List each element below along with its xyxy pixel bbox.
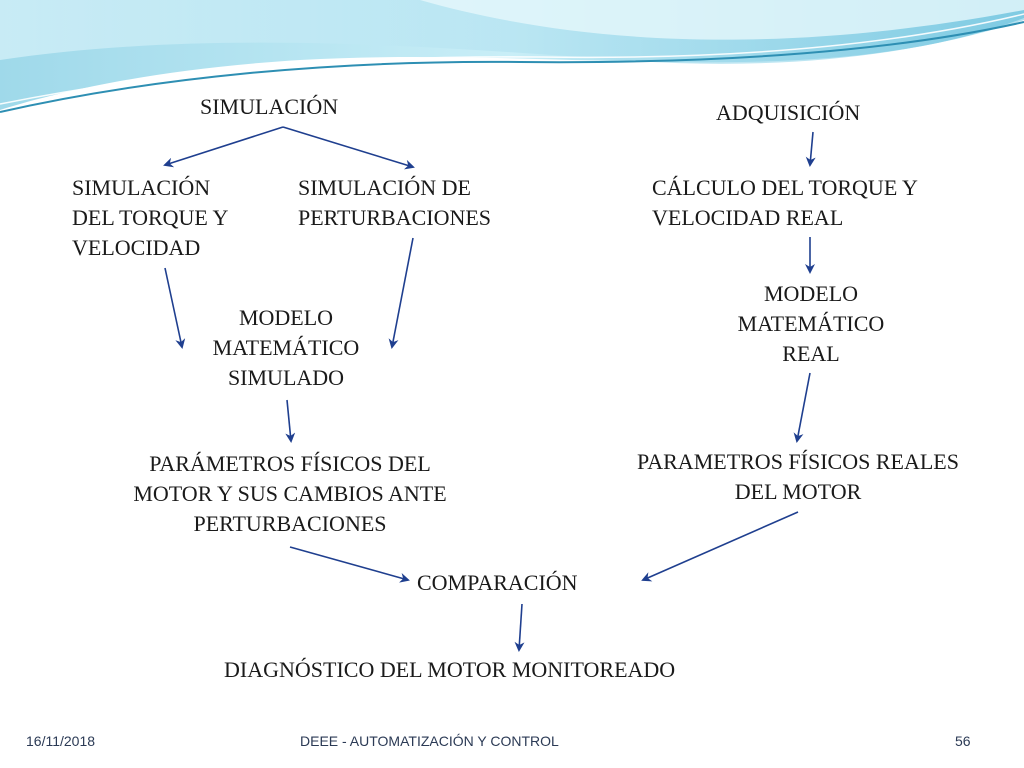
arrow-modelo-real-to-parametros-reales bbox=[793, 372, 811, 443]
node-simulacion-torque: SIMULACIÓN DEL TORQUE Y VELOCIDAD bbox=[72, 175, 229, 260]
node-adquisicion: ADQUISICIÓN bbox=[716, 100, 861, 125]
node-calculo-torque-real: CÁLCULO DEL TORQUE Y VELOCIDAD REAL bbox=[652, 175, 918, 230]
header-wave-banner bbox=[0, 0, 1024, 113]
node-simulacion: SIMULACIÓN bbox=[200, 94, 339, 119]
footer-title: DEEE - AUTOMATIZACIÓN Y CONTROL bbox=[300, 733, 559, 749]
node-modelo-real: MODELO MATEMÁTICO REAL bbox=[737, 281, 885, 366]
footer-date: 16/11/2018 bbox=[26, 733, 96, 749]
arrow-parametros-reales-to-comparacion bbox=[641, 511, 799, 582]
arrow-sim-to-sim-torque bbox=[163, 126, 284, 168]
node-modelo-simulado: MODELO MATEMÁTICO SIMULADO bbox=[212, 305, 360, 390]
arrow-sim-to-sim-perturbaciones bbox=[282, 126, 415, 170]
node-parametros-reales: PARAMETROS FÍSICOS REALES DEL MOTOR bbox=[637, 449, 959, 504]
arrow-parametros-to-comparacion bbox=[289, 546, 410, 583]
node-simulacion-perturbaciones: SIMULACIÓN DE PERTURBACIONES bbox=[298, 175, 492, 230]
arrow-adquisicion-to-calculo bbox=[805, 131, 816, 167]
arrow-comparacion-to-diagnostico bbox=[514, 603, 525, 652]
arrow-sim-perturbaciones-to-modelo-simulado bbox=[388, 237, 414, 349]
arrow-modelo-simulado-to-parametros bbox=[285, 399, 296, 443]
node-diagnostico: DIAGNÓSTICO DEL MOTOR MONITOREADO bbox=[224, 657, 676, 682]
node-parametros-fisicos: PARÁMETROS FÍSICOS DEL MOTOR Y SUS CAMBI… bbox=[133, 451, 447, 536]
arrow-sim-torque-to-modelo-simulado bbox=[164, 267, 186, 349]
node-comparacion: COMPARACIÓN bbox=[417, 570, 578, 595]
footer-page-number: 56 bbox=[955, 733, 971, 749]
